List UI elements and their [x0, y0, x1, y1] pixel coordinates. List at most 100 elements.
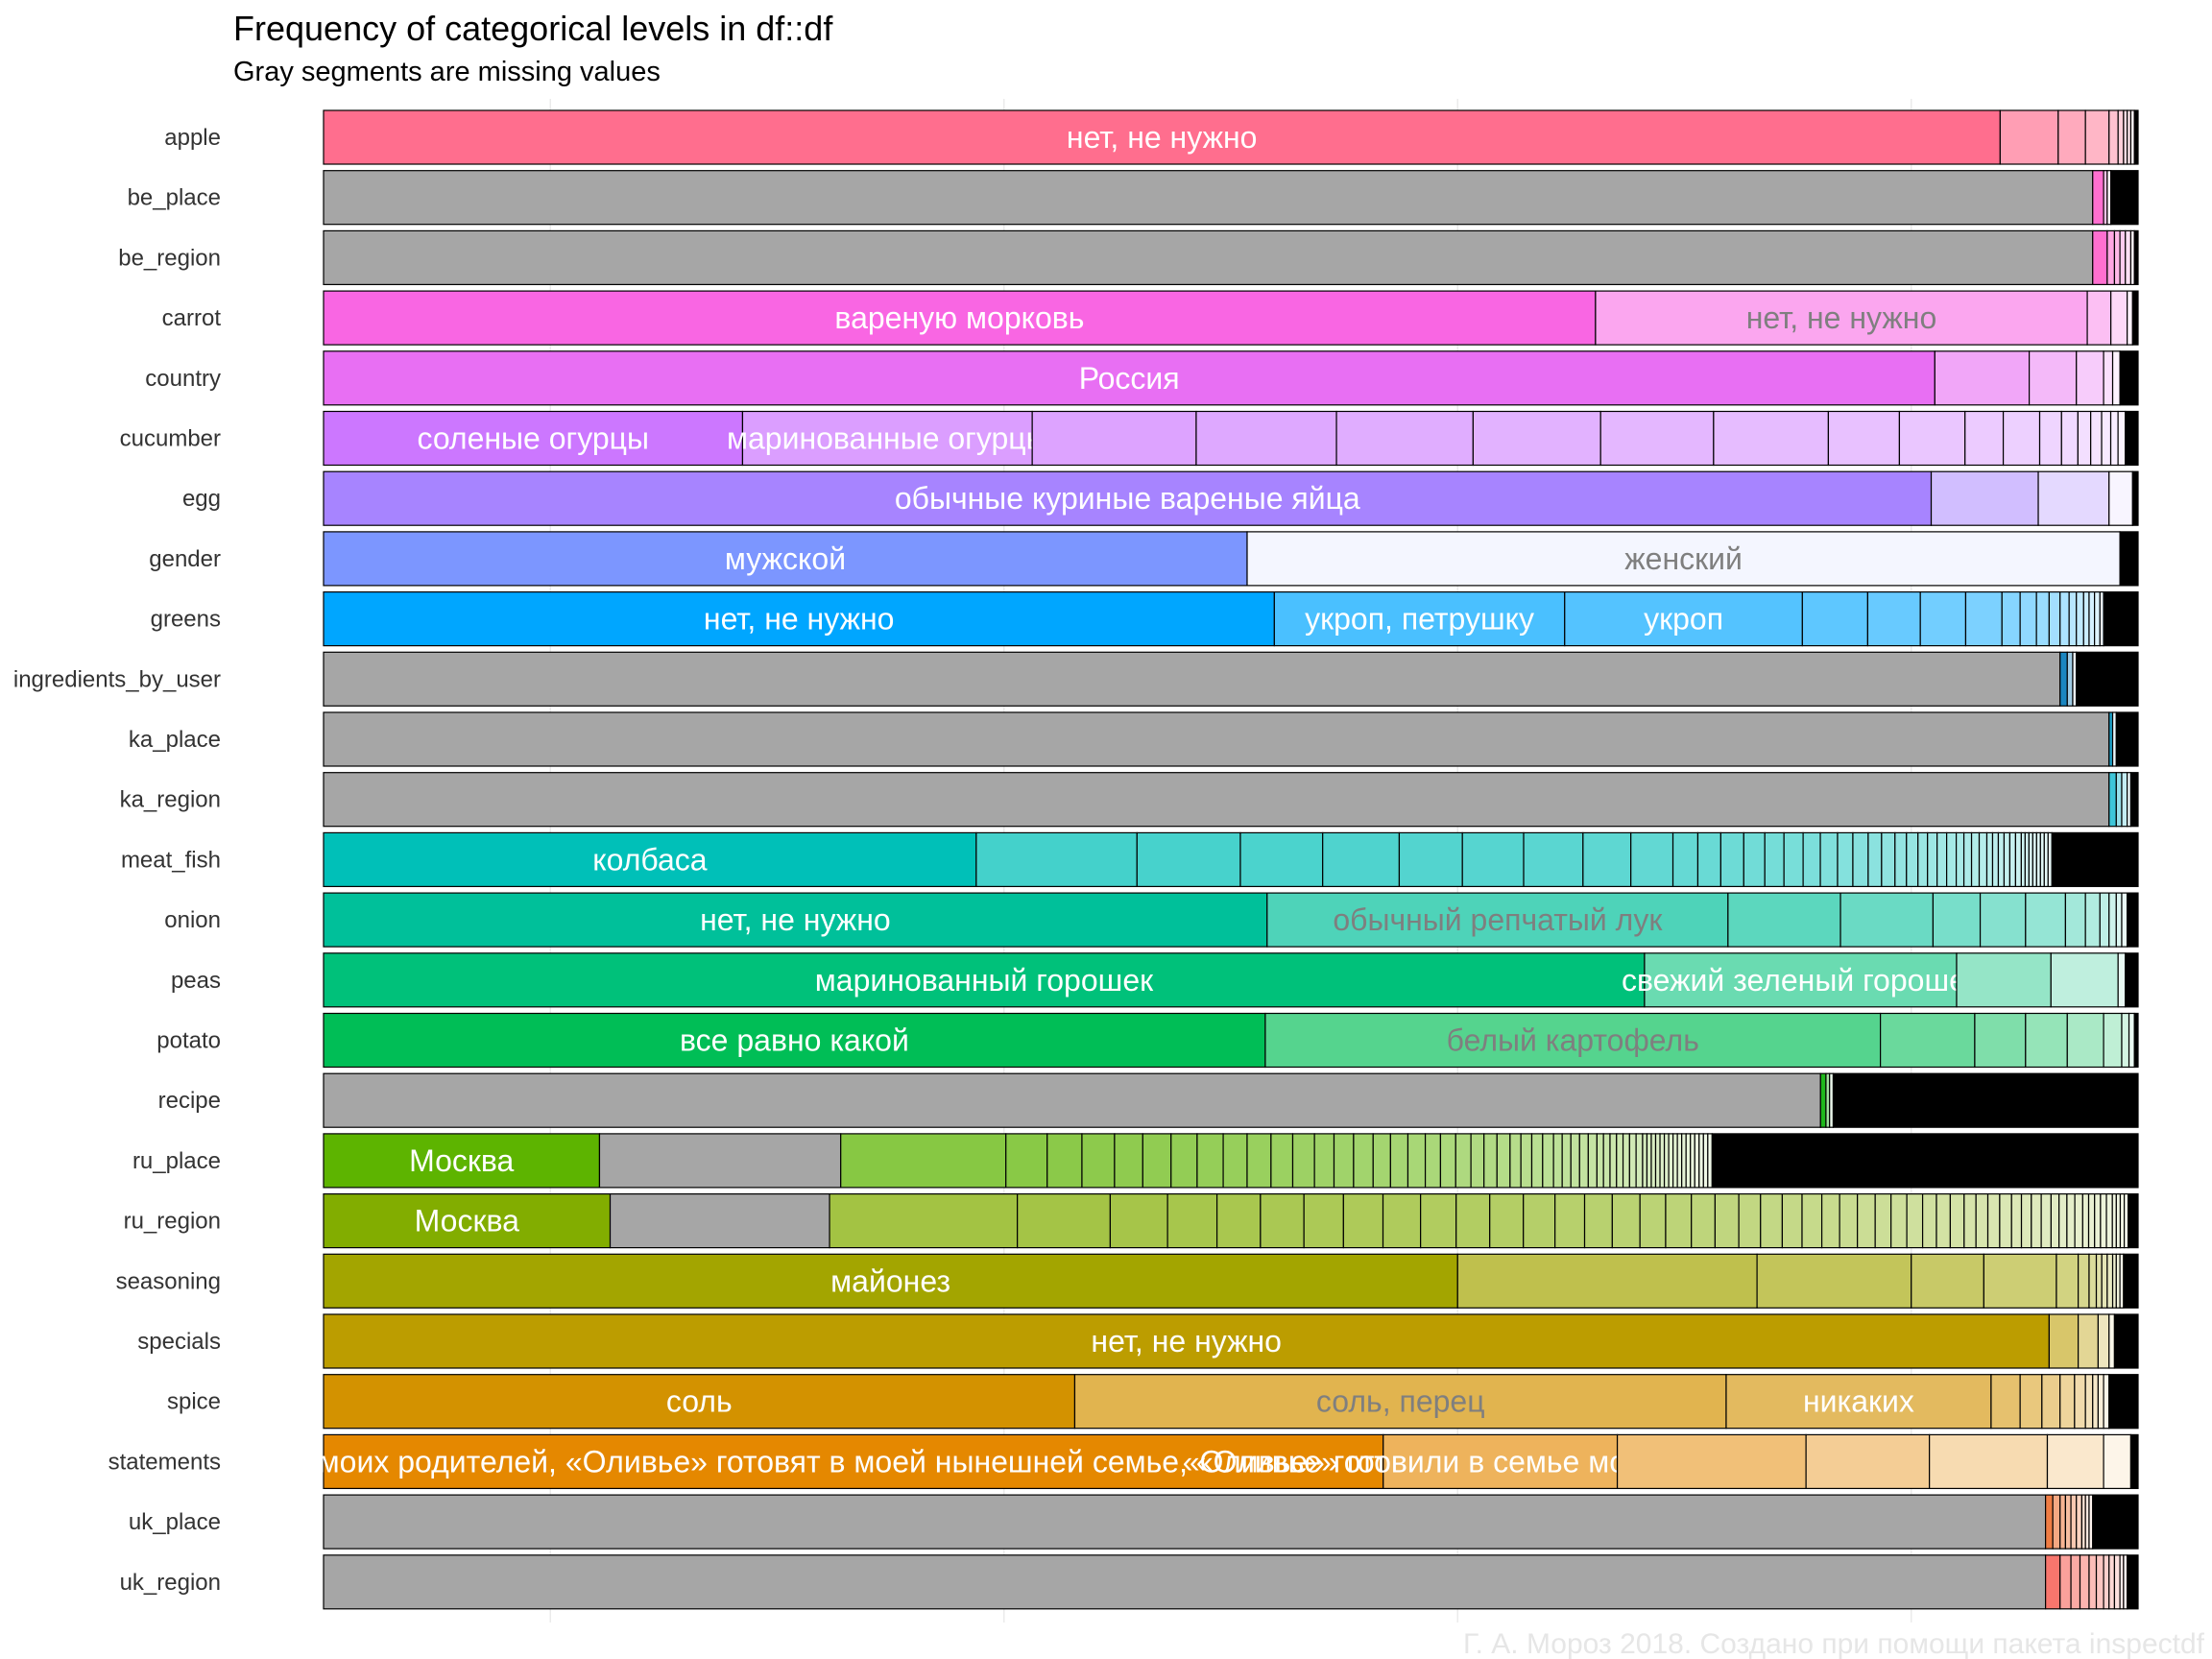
segment-spice-5 [2019, 1374, 2043, 1430]
segment-ru_place-6 [1081, 1133, 1116, 1189]
segment-ru_place-32 [1561, 1133, 1572, 1189]
segment-carrot-3 [2086, 290, 2112, 346]
segment-seasoning-7 [2078, 1253, 2090, 1309]
segment-peas-2 [1644, 952, 1958, 1008]
segment-onion-11 [2108, 892, 2117, 948]
segment-label-country-1: Россия [1079, 361, 1180, 396]
segment-potato-9 [2128, 1012, 2135, 1069]
segment-greens-2 [1273, 590, 1566, 647]
segment-ingredients_by_user-3 [2066, 651, 2074, 707]
segment-meat_fish-14 [1743, 831, 1766, 888]
segment-be_place-1 [323, 170, 2094, 226]
segment-ru_place-58 [1707, 1133, 1713, 1189]
segment-label-greens-1: нет, не нужно [704, 602, 895, 637]
bar-row-ru_place: Москва [323, 1133, 2139, 1189]
segment-cucumber-5 [1335, 410, 1474, 467]
segment-meat_fish-4 [1239, 831, 1324, 888]
segment-ru_place-20 [1407, 1133, 1427, 1189]
segment-label-spice-2: соль, перец [1316, 1384, 1485, 1419]
bar-row-be_region [323, 229, 2139, 285]
segment-cucumber-13 [2038, 410, 2062, 467]
segment-ka_place-4 [2115, 711, 2139, 767]
bar-row-apple: нет, не нужно [323, 109, 2139, 165]
y-label-country: country [145, 366, 221, 392]
segment-ru_region-55 [2119, 1192, 2126, 1249]
segment-uk_place-11 [2092, 1494, 2139, 1550]
segment-ru_region-33 [1921, 1192, 1937, 1249]
y-label-spice: spice [167, 1389, 221, 1415]
segment-meat_fish-17 [1802, 831, 1821, 888]
segment-ru_region-7 [1215, 1192, 1262, 1249]
segment-uk_region-13 [2127, 1554, 2139, 1610]
segment-onion-1 [323, 892, 1268, 948]
segment-cucumber-10 [1898, 410, 1966, 467]
segment-ru_region-21 [1691, 1192, 1717, 1249]
bar-row-country: Россия [323, 350, 2139, 406]
segment-meat_fish-20 [1852, 831, 1869, 888]
segment-peas-4 [2050, 952, 2119, 1008]
segment-egg-5 [2131, 470, 2139, 526]
segment-seasoning-6 [2056, 1253, 2080, 1309]
segment-greens-3 [1564, 590, 1803, 647]
segment-specials-2 [2048, 1313, 2080, 1369]
segment-cucumber-12 [2002, 410, 2041, 467]
segment-country-5 [2103, 350, 2114, 406]
segment-ru_region-37 [1975, 1192, 1989, 1249]
segment-uk_place-4 [2059, 1494, 2066, 1550]
bar-row-be_place [323, 170, 2139, 226]
y-label-ru_place: ru_place [132, 1148, 221, 1174]
segment-ru_place-23 [1455, 1133, 1472, 1189]
segment-ru_place-31 [1552, 1133, 1563, 1189]
segment-ru_region-13 [1455, 1192, 1491, 1249]
segment-ru_region-29 [1857, 1192, 1876, 1249]
segment-ru_region-49 [2087, 1192, 2096, 1249]
segment-cucumber-18 [2109, 410, 2119, 467]
segment-ru_place-33 [1570, 1133, 1580, 1189]
segment-greens-10 [2035, 590, 2050, 647]
segment-uk_region-10 [2113, 1554, 2121, 1610]
segment-onion-8 [2064, 892, 2086, 948]
segment-ru_region-3 [829, 1192, 1019, 1249]
segment-label-greens-3: укроп [1644, 602, 1723, 637]
segment-egg-2 [1930, 470, 2039, 526]
segment-statements-2 [1382, 1433, 1619, 1490]
segment-ru_place-17 [1353, 1133, 1374, 1189]
segment-ru_place-57 [1702, 1133, 1709, 1189]
y-label-apple: apple [164, 125, 221, 151]
segment-greens-7 [1964, 590, 2003, 647]
segment-meat_fish-38 [2014, 831, 2022, 888]
segment-cucumber-15 [2077, 410, 2092, 467]
segment-ru_region-42 [2031, 1192, 2042, 1249]
segment-meat_fish-27 [1936, 831, 1948, 888]
segment-meat_fish-5 [1322, 831, 1401, 888]
segment-ru_region-41 [2020, 1192, 2032, 1249]
segment-label-onion-1: нет, не нужно [700, 902, 891, 937]
segment-cucumber-8 [1713, 410, 1830, 467]
segment-uk_place-7 [2076, 1494, 2083, 1550]
segment-ru_region-51 [2100, 1192, 2107, 1249]
segment-uk_place-5 [2064, 1494, 2072, 1550]
bar-row-egg: обычные куриные вареные яйца [323, 470, 2139, 526]
segment-ru_region-40 [2010, 1192, 2023, 1249]
segment-ru_region-22 [1714, 1192, 1740, 1249]
segment-meat_fish-12 [1696, 831, 1721, 888]
segment-greens-4 [1801, 590, 1868, 647]
segment-onion-4 [1839, 892, 1935, 948]
segment-spice-2 [1073, 1374, 1727, 1430]
segment-potato-10 [2133, 1012, 2139, 1069]
segment-meat_fish-33 [1985, 831, 1994, 888]
segment-country-2 [1934, 350, 2031, 406]
bar-row-ru_region: Москва [323, 1192, 2139, 1249]
segment-seasoning-5 [1983, 1253, 2057, 1309]
segment-ru_region-53 [2111, 1192, 2117, 1249]
segment-cucumber-1 [323, 410, 744, 467]
segment-ru_region-32 [1906, 1192, 1924, 1249]
segment-meat_fish-34 [1991, 831, 2000, 888]
segment-potato-3 [1880, 1012, 1976, 1069]
segment-gender-3 [2119, 531, 2139, 587]
segment-egg-3 [2037, 470, 2110, 526]
segment-ru_place-15 [1313, 1133, 1335, 1189]
segment-meat_fish-29 [1955, 831, 1965, 888]
